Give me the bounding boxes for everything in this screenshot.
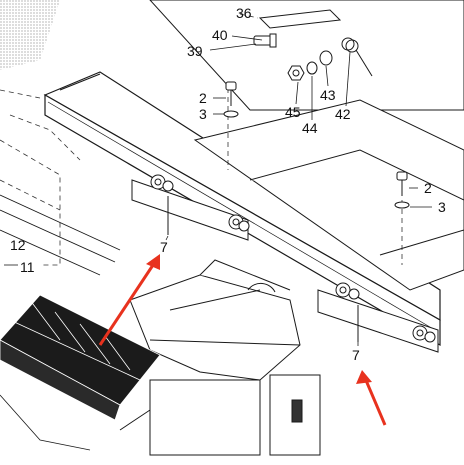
dashed-guides bbox=[0, 13, 403, 266]
washer-icon bbox=[394, 201, 410, 209]
left-rails bbox=[0, 194, 121, 276]
callout-7-right: 7 bbox=[352, 347, 360, 363]
bolt-icon bbox=[253, 33, 277, 48]
bracket-left bbox=[131, 174, 250, 241]
bolt-icon bbox=[396, 171, 408, 196]
callout-2: 2 bbox=[199, 90, 207, 106]
spring-icon bbox=[341, 37, 373, 77]
upper-plate bbox=[149, 0, 464, 111]
callout-43: 43 bbox=[320, 87, 336, 103]
washer-icon bbox=[306, 61, 318, 75]
callout-2b: 2 bbox=[424, 180, 432, 196]
leader-lines bbox=[165, 35, 432, 346]
callout-3: 3 bbox=[199, 106, 207, 122]
callout-12: 12 bbox=[10, 237, 26, 253]
callout-36: 36 bbox=[236, 5, 252, 21]
washer-icon bbox=[223, 110, 239, 118]
washer-icon bbox=[319, 50, 333, 66]
callout-45: 45 bbox=[285, 104, 301, 120]
bracket-right bbox=[317, 282, 439, 353]
red-arrow-icon bbox=[98, 254, 160, 346]
dark-hopper bbox=[0, 294, 161, 451]
callout-39: 39 bbox=[187, 43, 203, 59]
callout-44: 44 bbox=[302, 120, 318, 136]
machine-body bbox=[119, 259, 321, 456]
dotted-surface bbox=[0, 0, 60, 70]
red-arrow-icon bbox=[356, 370, 387, 426]
callout-42: 42 bbox=[335, 106, 351, 122]
bolt-icon bbox=[225, 81, 237, 106]
nut-icon bbox=[287, 65, 305, 81]
callout-11: 11 bbox=[20, 259, 35, 275]
right-panel bbox=[193, 99, 464, 291]
callout-7-left: 7 bbox=[160, 239, 168, 255]
callout-3b: 3 bbox=[438, 199, 446, 215]
callout-40: 40 bbox=[212, 27, 228, 43]
